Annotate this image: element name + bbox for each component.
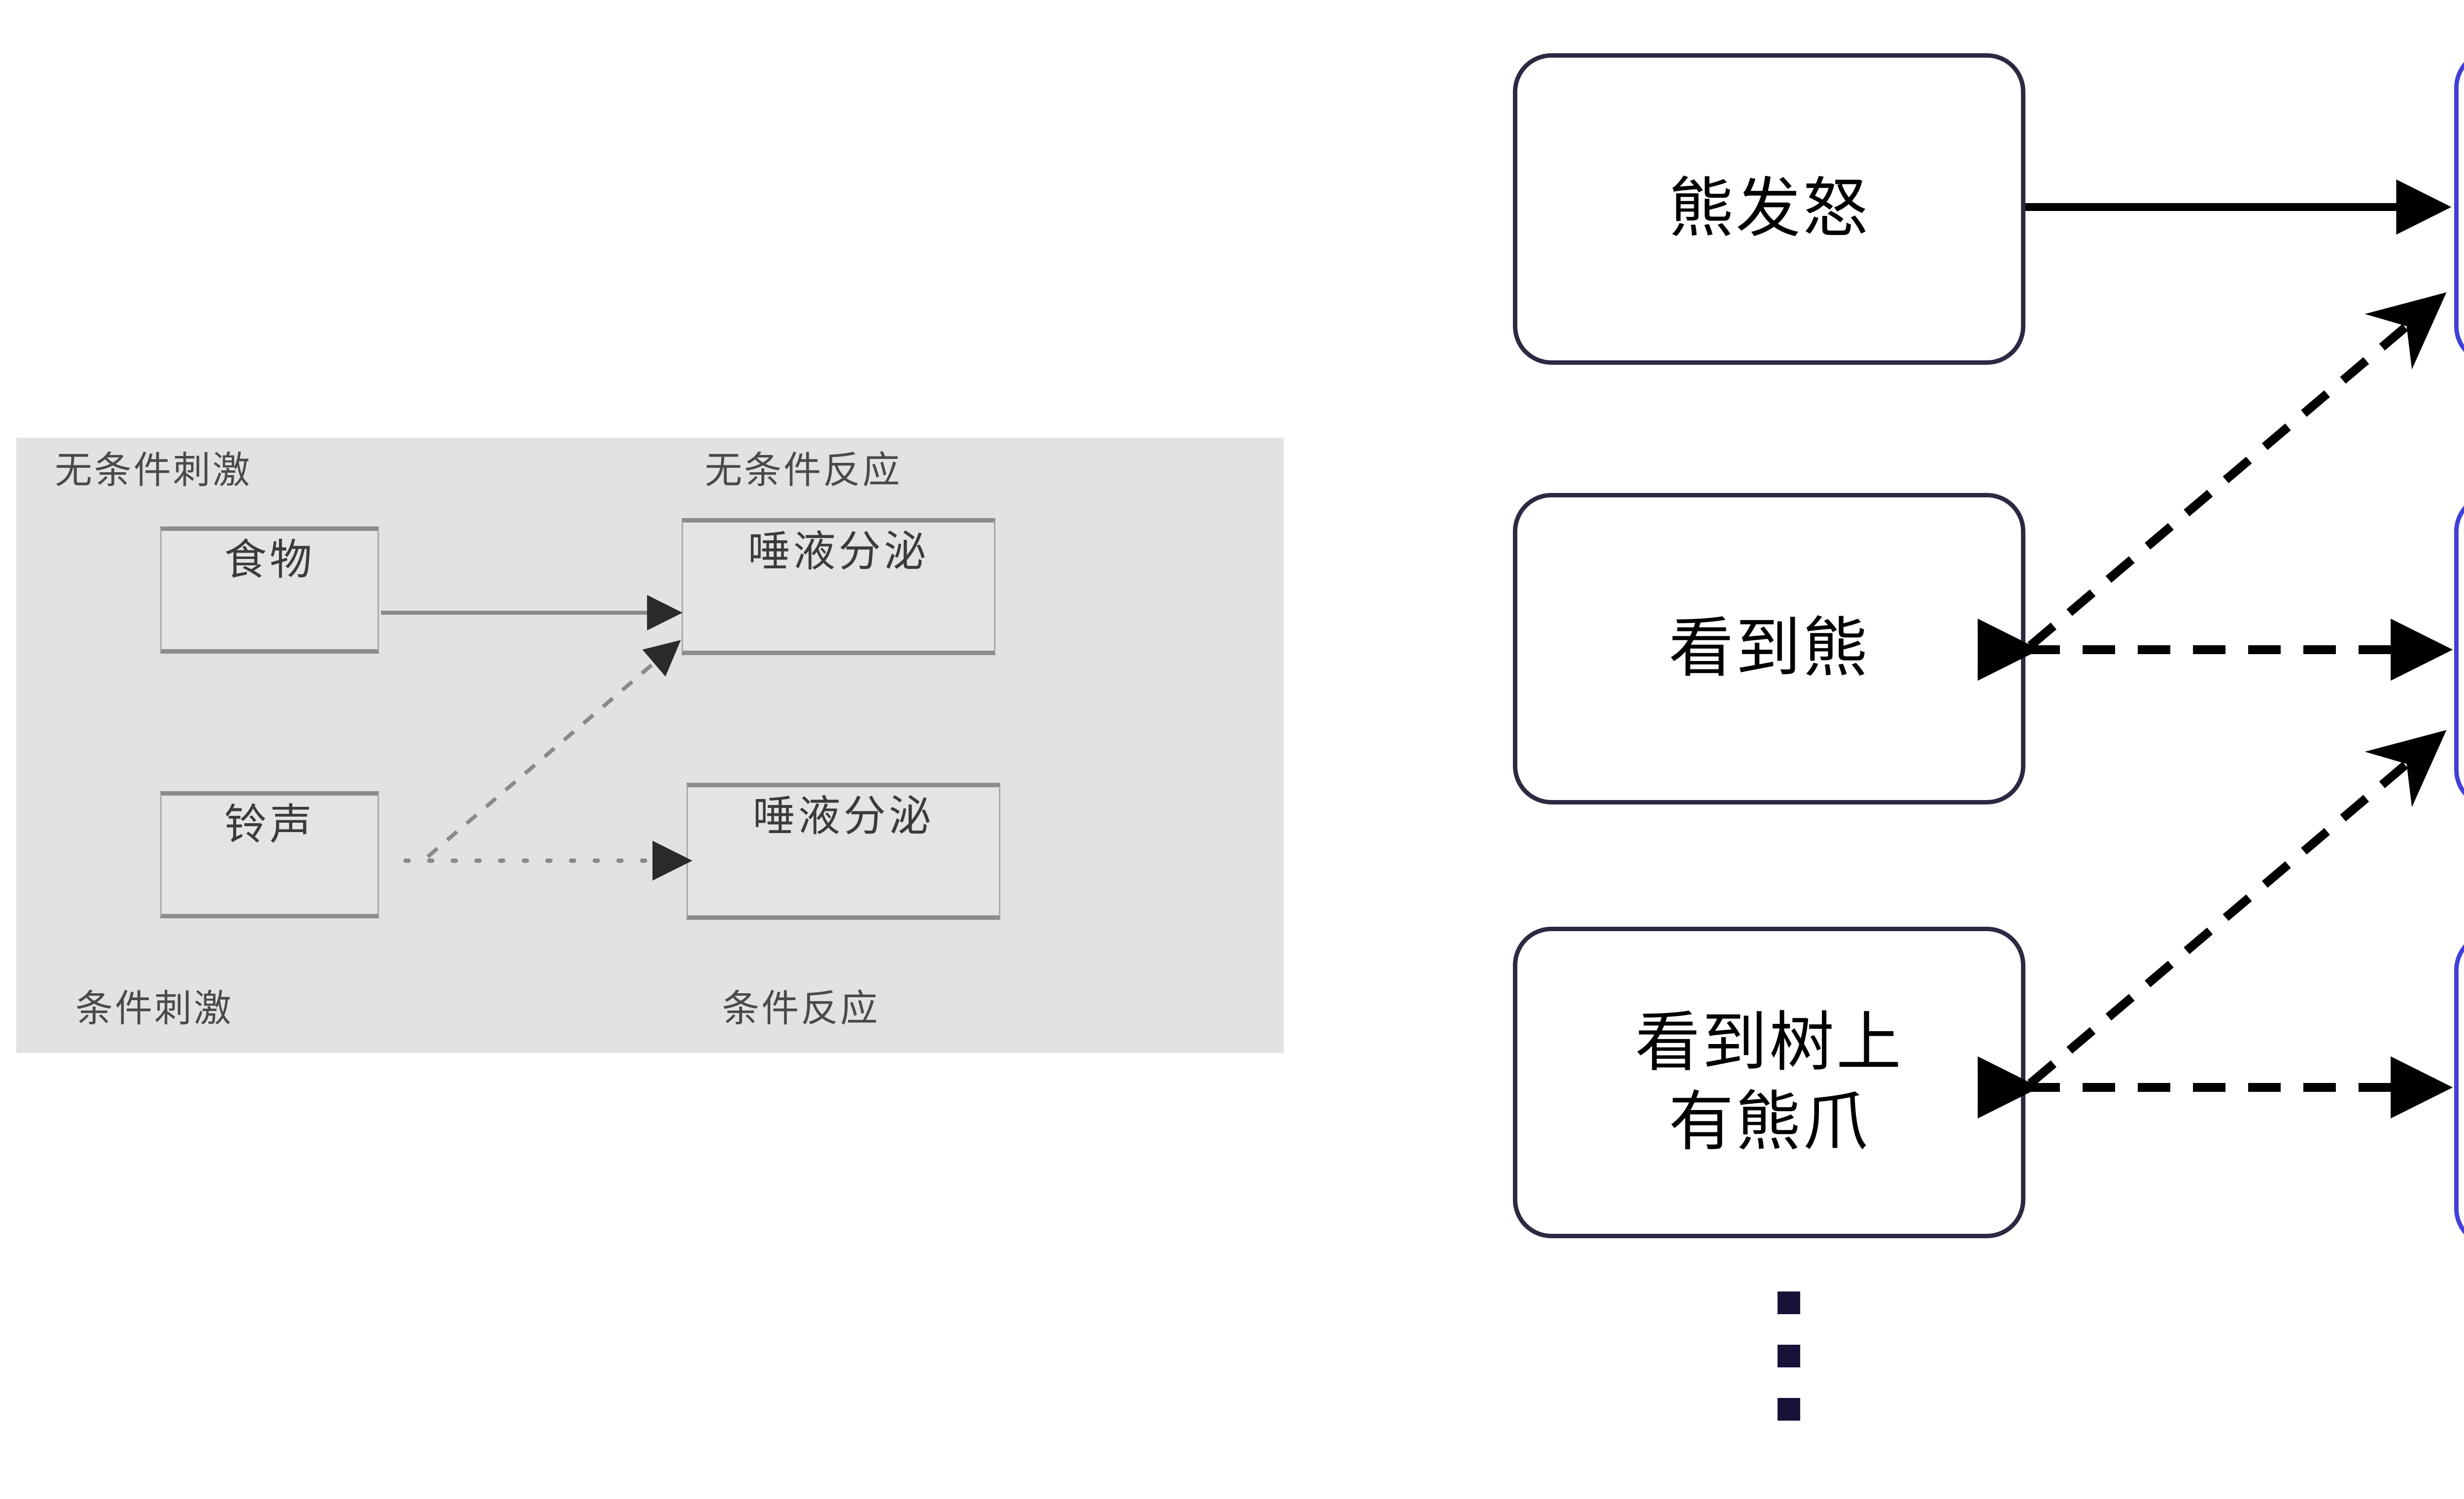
box-reward[interactable]: 奖励 bbox=[2454, 49, 2464, 365]
ellipsis-dot bbox=[1778, 1345, 1800, 1367]
box-see-claw-marks[interactable]: 看到树上 有熊爪 bbox=[1513, 927, 2025, 1238]
box-v-s-prime[interactable]: V(s′) bbox=[2454, 493, 2464, 808]
box-see-bear-label: 看到熊 bbox=[1669, 610, 1870, 687]
box-see-claw-marks-label: 看到树上 有熊爪 bbox=[1635, 1004, 1903, 1160]
classical-conditioning-panel: 无条件刺激 无条件反应 条件刺激 条件反应 食物 铃声 唾液分泌 唾液分泌 bbox=[16, 438, 1284, 1053]
arrow-bell-to-salivation-top bbox=[426, 640, 681, 859]
ellipsis-dot bbox=[1778, 1291, 1800, 1314]
box-salivation-unconditioned-label: 唾液分泌 bbox=[748, 527, 929, 576]
box-see-bear[interactable]: 看到熊 bbox=[1513, 493, 2025, 804]
box-bell-label: 铃声 bbox=[224, 800, 315, 849]
box-food: 食物 bbox=[160, 526, 379, 654]
arrow-see-claw-to-v-s-prime bbox=[2027, 730, 2447, 1087]
caption-unconditioned-stimulus: 无条件刺激 bbox=[55, 448, 252, 492]
caption-unconditioned-response: 无条件反应 bbox=[705, 448, 902, 492]
box-bell: 铃声 bbox=[160, 791, 379, 918]
ellipsis-left-column bbox=[1778, 1291, 1800, 1421]
box-salivation-unconditioned: 唾液分泌 bbox=[682, 518, 995, 655]
box-v-s[interactable]: V(s) bbox=[2454, 932, 2464, 1247]
box-salivation-conditioned-label: 唾液分泌 bbox=[753, 792, 934, 841]
box-salivation-conditioned: 唾液分泌 bbox=[686, 783, 1000, 920]
box-bear-angry[interactable]: 熊发怒 bbox=[1513, 53, 2025, 365]
classical-conditioning-arrows bbox=[381, 595, 692, 881]
caption-conditioned-response: 条件反应 bbox=[722, 986, 880, 1030]
arrow-see-bear-to-reward bbox=[2027, 292, 2447, 649]
caption-conditioned-stimulus: 条件刺激 bbox=[75, 986, 233, 1030]
ellipsis-dot bbox=[1778, 1398, 1800, 1421]
box-food-label: 食物 bbox=[224, 535, 315, 585]
box-bear-angry-label: 熊发怒 bbox=[1669, 171, 1870, 247]
